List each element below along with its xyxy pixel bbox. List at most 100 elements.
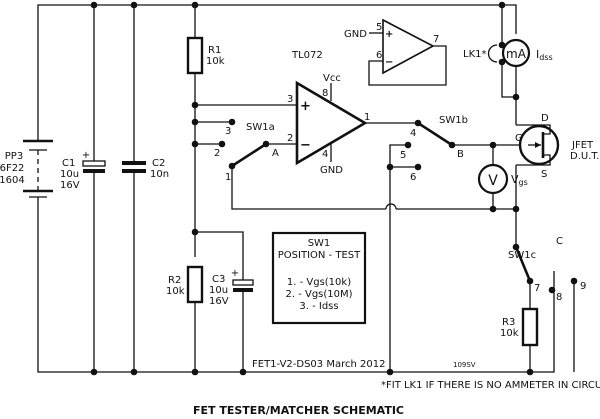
sw1c-pos9-label: 9	[580, 281, 586, 292]
junction-dot	[386, 368, 394, 376]
jfet-drain-lead	[516, 124, 551, 135]
c1-name: C1	[62, 158, 75, 169]
r1-body	[186, 36, 204, 75]
sw1b-common-label: B	[457, 149, 464, 160]
link-lk1[interactable]: LK1*	[463, 41, 506, 66]
c3-value: 10u	[209, 285, 228, 296]
c2-plate-top	[122, 161, 146, 165]
opamp2-triangle	[382, 18, 435, 75]
sw1b-pos4-label: 4	[410, 128, 416, 139]
voltmeter-label-sub: gs	[519, 178, 528, 187]
c1-plus-sign: +	[82, 150, 90, 161]
jfet-gate-label: G	[515, 133, 523, 144]
sw1b-pos6-label: 6	[410, 172, 416, 183]
opamp2-pin5: 5	[376, 22, 382, 33]
junction-dot	[498, 1, 506, 9]
sw1b-contact-5	[404, 141, 412, 149]
jfet-gate-arrow-icon	[535, 142, 541, 148]
opamp-pin3: 3	[287, 94, 293, 105]
c1-plate-negative	[83, 169, 105, 173]
r1-name: R1	[208, 45, 221, 56]
r3-body	[521, 307, 539, 347]
small-code: 109SV	[453, 361, 476, 369]
voltmeter-label-main: V	[511, 173, 519, 186]
switch-sw1a[interactable]: SW1a A 3 2 1	[214, 118, 279, 183]
feedback-wire-left	[231, 166, 386, 210]
sw1a-pos3-label: 3	[225, 126, 231, 137]
c3-wire-top	[195, 231, 244, 280]
switch-sw1b[interactable]: SW1b B 4 5 6	[400, 115, 468, 183]
battery-label-line2: 6F22	[0, 163, 24, 174]
ammeter: mA Idss	[501, 38, 553, 68]
legend-item-3: 3. - Idss	[299, 301, 338, 312]
sw1c-name: SW1c	[508, 250, 536, 261]
junction-dot	[191, 101, 199, 109]
opamp-pin4: 4	[322, 149, 328, 160]
wire-crossover	[385, 203, 397, 210]
opamp2-plus-input: +	[385, 29, 393, 40]
opamp-pin2: 2	[287, 133, 293, 144]
jfet-source-lead	[516, 154, 551, 166]
c1-value: 10u	[60, 169, 79, 180]
resistor-r2: R2 10k	[166, 265, 204, 304]
c2-plate-bottom	[122, 169, 146, 173]
ammeter-circle	[501, 38, 531, 68]
lk1-label: LK1*	[463, 49, 487, 60]
jfet-drain-label: D	[541, 113, 549, 124]
sw1a-wiper[interactable]	[231, 142, 267, 168]
footnote: *FIT LK1 IF THERE IS NO AMMETER IN CIRCU…	[381, 380, 600, 391]
junction-dot	[239, 368, 247, 376]
c2-name: C2	[152, 158, 165, 169]
junction-dot	[386, 163, 394, 171]
sw1a-name: SW1a	[246, 122, 275, 133]
c1-rating: 16V	[60, 180, 80, 191]
opamp-tl072-second-half: GND 5 6 7 + −	[344, 18, 439, 75]
legend-title-2: POSITION - TEST	[278, 250, 361, 261]
sw1b-wiper[interactable]	[417, 121, 453, 147]
junction-dot	[90, 368, 98, 376]
junction-dot	[130, 1, 138, 9]
sw1a-contact-2	[218, 140, 226, 148]
capacitor-c1: + C1 10u 16V	[60, 150, 106, 191]
capacitor-c2: C2 10n	[122, 158, 169, 180]
opamp2-minus-input: −	[385, 57, 393, 68]
legend-item-1: 1. - Vgs(10k)	[287, 277, 351, 288]
opamp2-feedback-wire	[368, 45, 447, 86]
ammeter-label-sub: dss	[539, 53, 552, 62]
battery-pp3: PP3 6F22 1604	[0, 139, 53, 198]
voltmeter-circle	[477, 163, 509, 195]
sw1c-wiper[interactable]	[514, 246, 532, 282]
c2-value: 10n	[150, 169, 169, 180]
legend-title-1: SW1	[308, 238, 331, 249]
junctions	[90, 1, 534, 376]
resistor-r1: R1 10k	[186, 36, 225, 75]
junction-dot	[90, 1, 98, 9]
r1-value: 10k	[206, 56, 225, 67]
legend-box	[271, 231, 367, 325]
opamp-pin8: 8	[322, 88, 328, 99]
voltmeter-symbol: V	[488, 173, 498, 189]
sw1c-pos8-label: 8	[556, 292, 562, 303]
top-rail-wire	[37, 4, 517, 141]
junction-dot	[512, 205, 520, 213]
opamp2-pin7: 7	[433, 34, 439, 45]
jfet-label-line2: D.U.T.	[570, 151, 599, 162]
sw1b-contact-6	[414, 163, 422, 171]
junction-dot	[512, 93, 520, 101]
sw1b-name: SW1b	[439, 115, 468, 126]
opamp2-pin6: 6	[376, 50, 382, 61]
opamp-gnd-label: GND	[320, 165, 343, 176]
voltmeter: V Vgs	[477, 163, 528, 195]
ammeter-label-main: I	[536, 48, 539, 61]
switch-sw1c[interactable]: SW1c C 7 8 9	[508, 236, 586, 372]
opamp-pin1: 1	[364, 112, 370, 123]
sw1c-common-label: C	[556, 236, 563, 247]
jfet-source-label: S	[541, 169, 547, 180]
opamp-triangle	[295, 80, 368, 166]
drawing-reference: FET1-V2-DS03 March 2012	[252, 359, 385, 370]
junction-dot	[526, 368, 534, 376]
sw1a-contact-3	[228, 118, 236, 126]
junction-dot	[191, 140, 199, 148]
opamp-vcc-label: Vcc	[323, 73, 341, 84]
